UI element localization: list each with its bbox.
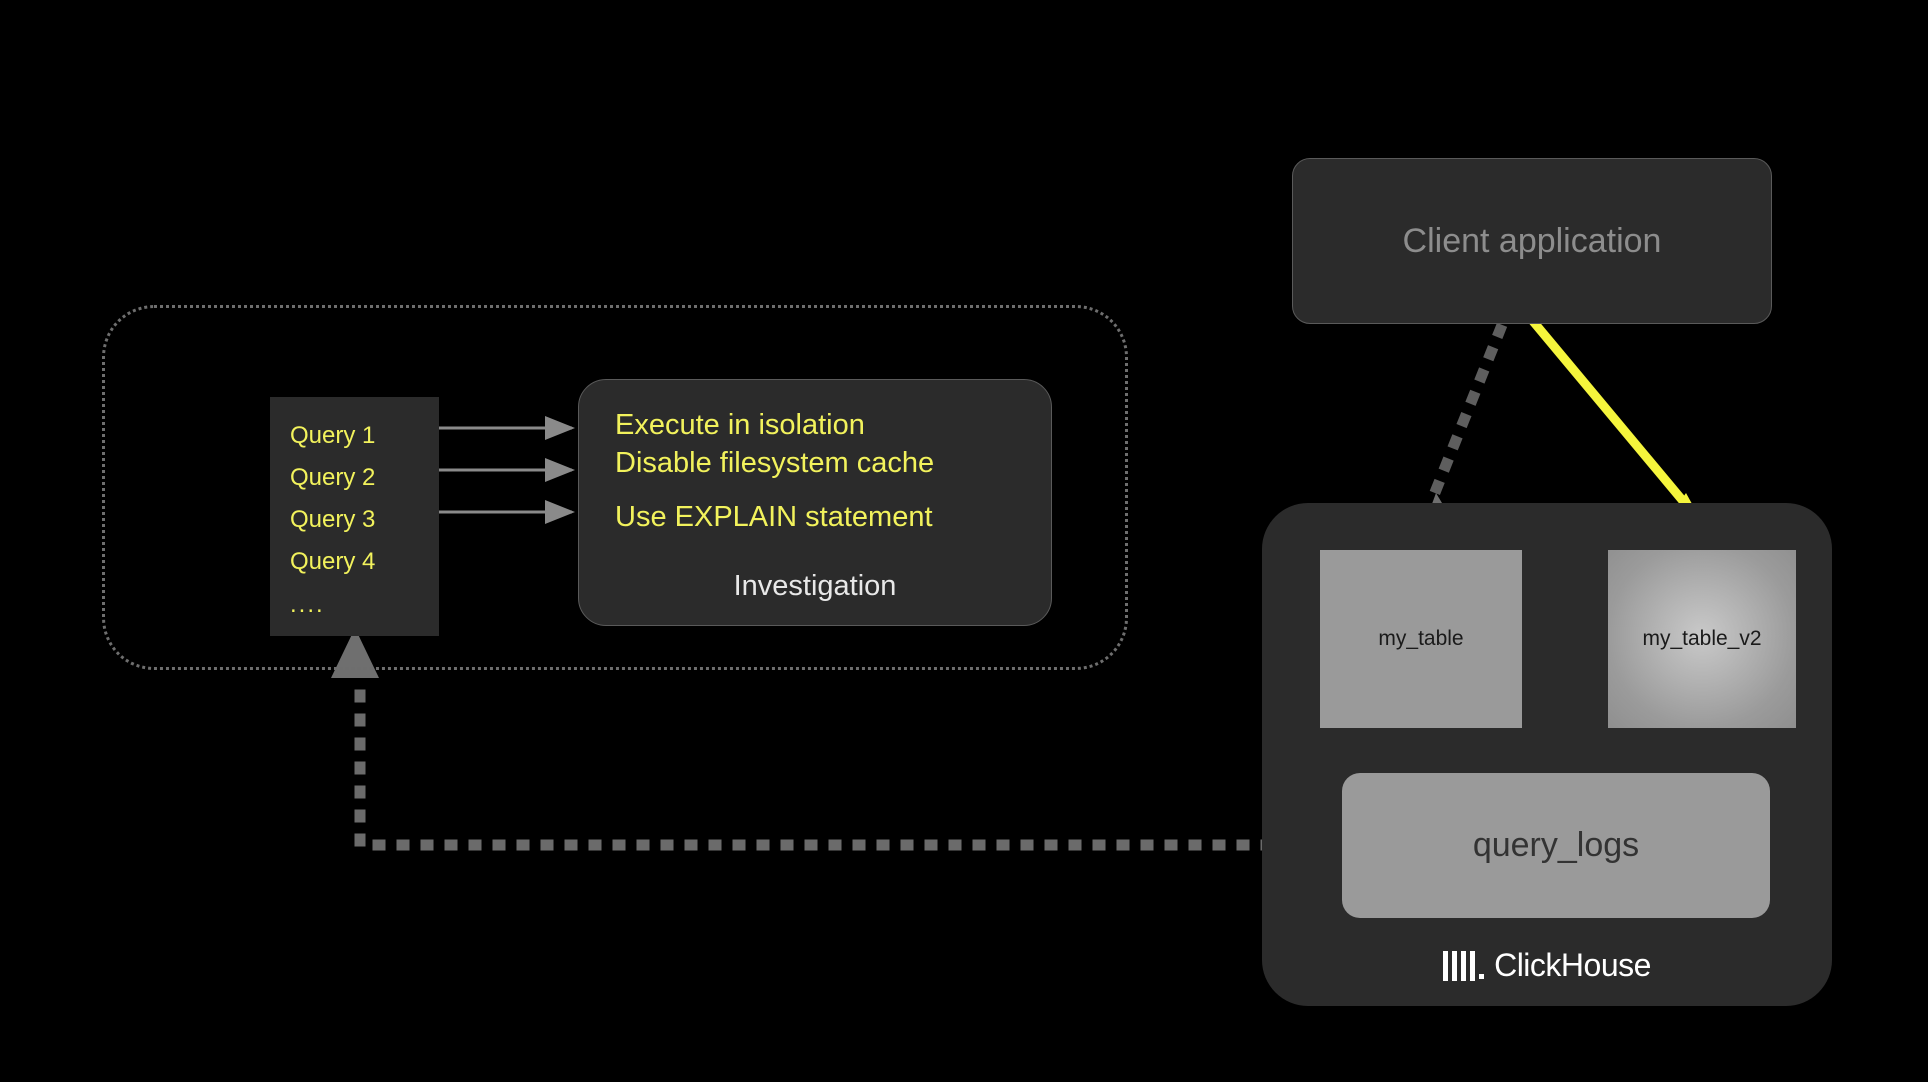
list-item[interactable]: Query 2 xyxy=(290,464,376,491)
clickhouse-logo: ClickHouse xyxy=(1262,947,1832,984)
investigation-line-3: Use EXPLAIN statement xyxy=(615,501,933,533)
clickhouse-panel: my_table my_table_v2 query_logs ClickHou… xyxy=(1262,503,1832,1006)
clickhouse-bars-icon xyxy=(1443,950,1485,981)
client-application-box: Client application xyxy=(1292,158,1772,324)
table-box-my-table-v2[interactable]: my_table_v2 xyxy=(1608,550,1796,728)
list-item[interactable]: Query 1 xyxy=(290,422,376,449)
table-box-my-table[interactable]: my_table xyxy=(1320,550,1522,728)
investigation-card: Execute in isolation Disable filesystem … xyxy=(578,379,1052,626)
investigation-group-container xyxy=(102,305,1128,670)
query-logs-label: query_logs xyxy=(1472,826,1640,864)
investigation-line-2: Disable filesystem cache xyxy=(615,447,935,479)
list-item-more: .... xyxy=(290,591,325,618)
investigation-line-1: Execute in isolation xyxy=(615,409,865,441)
table-label: my_table_v2 xyxy=(1642,627,1762,650)
table-box-query-logs[interactable]: query_logs xyxy=(1342,773,1770,918)
client-application-label: Client application xyxy=(1402,221,1662,260)
list-item[interactable]: Query 3 xyxy=(290,506,376,533)
table-label: my_table xyxy=(1378,627,1464,650)
query-list-panel: Query 1 Query 2 Query 3 Query 4 .... xyxy=(270,397,439,636)
list-item[interactable]: Query 4 xyxy=(290,548,376,575)
clickhouse-wordmark: ClickHouse xyxy=(1494,947,1651,983)
investigation-title: Investigation xyxy=(733,570,897,602)
spacer xyxy=(615,482,1051,498)
